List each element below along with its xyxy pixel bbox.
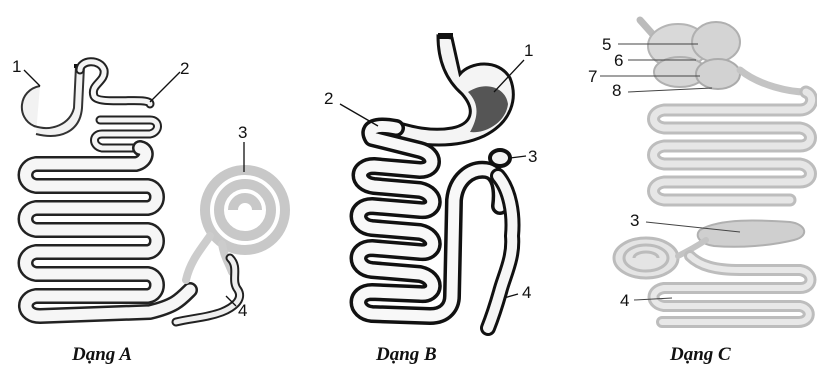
diagram-c-label-4: 4 (620, 291, 629, 310)
diagram-c-reticulum (692, 22, 740, 62)
diagram-c-leader-8 (628, 88, 712, 92)
diagram-b-label-2: 2 (324, 89, 333, 108)
diagram-b-leader-2 (340, 104, 378, 126)
diagram-a-label-2: 2 (180, 59, 189, 78)
diagram-b: 1 2 3 4 Dạng B (324, 33, 537, 365)
diagram-a-label-3: 3 (238, 123, 247, 142)
diagram-c-caecum (698, 220, 805, 246)
diagram-a-label-1: 1 (12, 57, 21, 76)
diagram-a: 1 2 3 4 Dạng A (12, 57, 285, 365)
diagram-b-label-3: 3 (528, 147, 537, 166)
diagram-c-label-5: 5 (602, 35, 611, 54)
diagram-c-spiral-colon (614, 238, 678, 278)
diagram-b-label-4: 4 (522, 283, 531, 302)
diagram-b-leader-3 (510, 156, 526, 158)
diagram-a-leader-1 (24, 70, 40, 86)
diagram-c-caption: Dạng C (669, 344, 731, 365)
diagram-a-label-4: 4 (238, 301, 247, 320)
diagram-c-label-3: 3 (630, 211, 639, 230)
diagram-b-esophagus-top (438, 33, 453, 39)
diagram-c-abomasum (696, 59, 740, 89)
diagram-a-spiral-connector (186, 236, 232, 280)
diagram-c-label-8: 8 (612, 81, 621, 100)
diagram-c-duodenum (740, 70, 806, 92)
diagram-c-label-7: 7 (588, 67, 597, 86)
diagram-a-leader-2 (150, 72, 180, 102)
diagram-b-caption: Dạng B (375, 344, 437, 365)
diagram-b-caecum (490, 150, 510, 166)
diagram-c: 5 6 7 8 3 4 Dạng C (588, 20, 812, 365)
diagram-a-caption: Dạng A (71, 344, 132, 365)
diagram-b-label-1: 1 (524, 41, 533, 60)
diagram-a-intestine-coils-inner (26, 148, 191, 316)
diagram-c-label-6: 6 (614, 51, 623, 70)
diagram-a-spiral-valve (205, 170, 285, 250)
diagram-c-upper-coils-inner (654, 92, 812, 200)
